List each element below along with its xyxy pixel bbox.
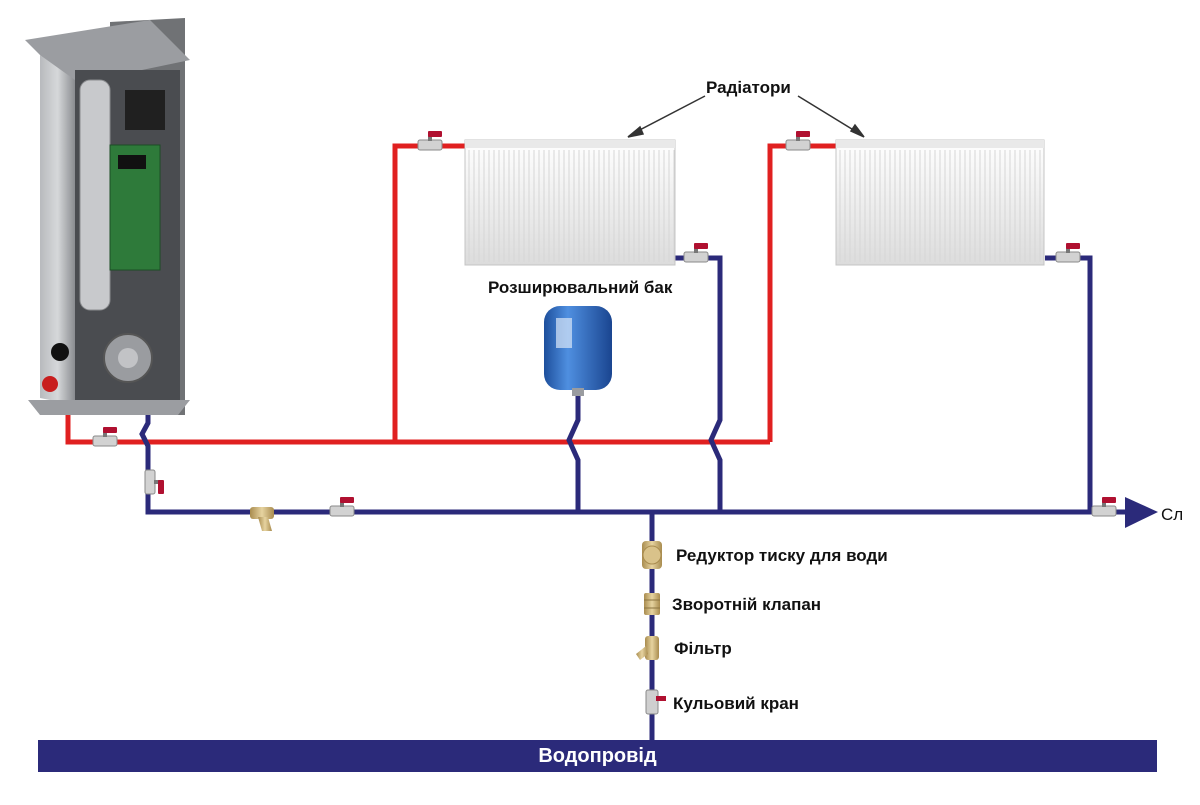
- radiator-2-inlet-valve-icon: [785, 131, 811, 151]
- contactor: [125, 90, 165, 130]
- pressure-reducer-icon: [642, 541, 662, 569]
- return-riser-1: [675, 255, 723, 512]
- radiator-2-outlet-valve-icon: [1055, 243, 1081, 263]
- display-icon: [118, 155, 146, 169]
- safety-valve-icon: [42, 376, 58, 392]
- radiator-2: [835, 139, 1045, 266]
- heating-element: [79, 79, 111, 311]
- check-valve-icon: [644, 593, 660, 615]
- pressure-reducer-label: Редуктор тиску для води: [676, 546, 888, 565]
- feed-filter-icon: [636, 636, 659, 660]
- radiator-1: [464, 139, 676, 266]
- ball-valve-label: Кульовий кран: [673, 694, 799, 713]
- return-riser-2: [1045, 255, 1093, 512]
- expansion-tank: [544, 306, 612, 396]
- main-filter-icon: [250, 507, 274, 531]
- boiler-return-valve-icon: [144, 469, 164, 495]
- return-main-pipe: [139, 400, 1125, 515]
- expansion-tank-label: Розширювальний бак: [488, 278, 673, 297]
- boiler-base: [28, 400, 190, 415]
- supply-riser-2: [767, 143, 836, 442]
- radiators-label: Радіатори: [706, 78, 791, 97]
- valves: [92, 131, 1117, 517]
- radiator-pointer-arrows: [627, 95, 865, 138]
- boiler-top-cover: [25, 20, 190, 85]
- feed-ball-valve-icon: [645, 689, 666, 715]
- radiator-1-outlet-valve-icon: [683, 243, 709, 263]
- sewer-valve-icon: [1091, 497, 1117, 517]
- main-return-valve-icon: [329, 497, 355, 517]
- water-supply-label: Водопровід: [538, 744, 657, 767]
- boiler-supply-valve-icon: [92, 427, 118, 447]
- return-pipes: [139, 255, 1125, 742]
- check-valve-label: Зворотній клапан: [672, 595, 822, 614]
- pressure-gauge-icon: [51, 343, 69, 361]
- supply-riser-1: [392, 143, 465, 442]
- water-supply-bar: Водопровід: [38, 740, 1157, 772]
- tank-pipe: [566, 390, 581, 512]
- electric-boiler: [25, 18, 190, 415]
- radiator-1-inlet-valve-icon: [417, 131, 443, 151]
- boiler-side-panel: [40, 55, 75, 405]
- pump-rotor-icon: [118, 348, 138, 368]
- sewer-label: Сл: [1161, 505, 1184, 524]
- filter-label: Фільтр: [674, 639, 732, 658]
- sewer-arrow-icon: [1125, 497, 1158, 528]
